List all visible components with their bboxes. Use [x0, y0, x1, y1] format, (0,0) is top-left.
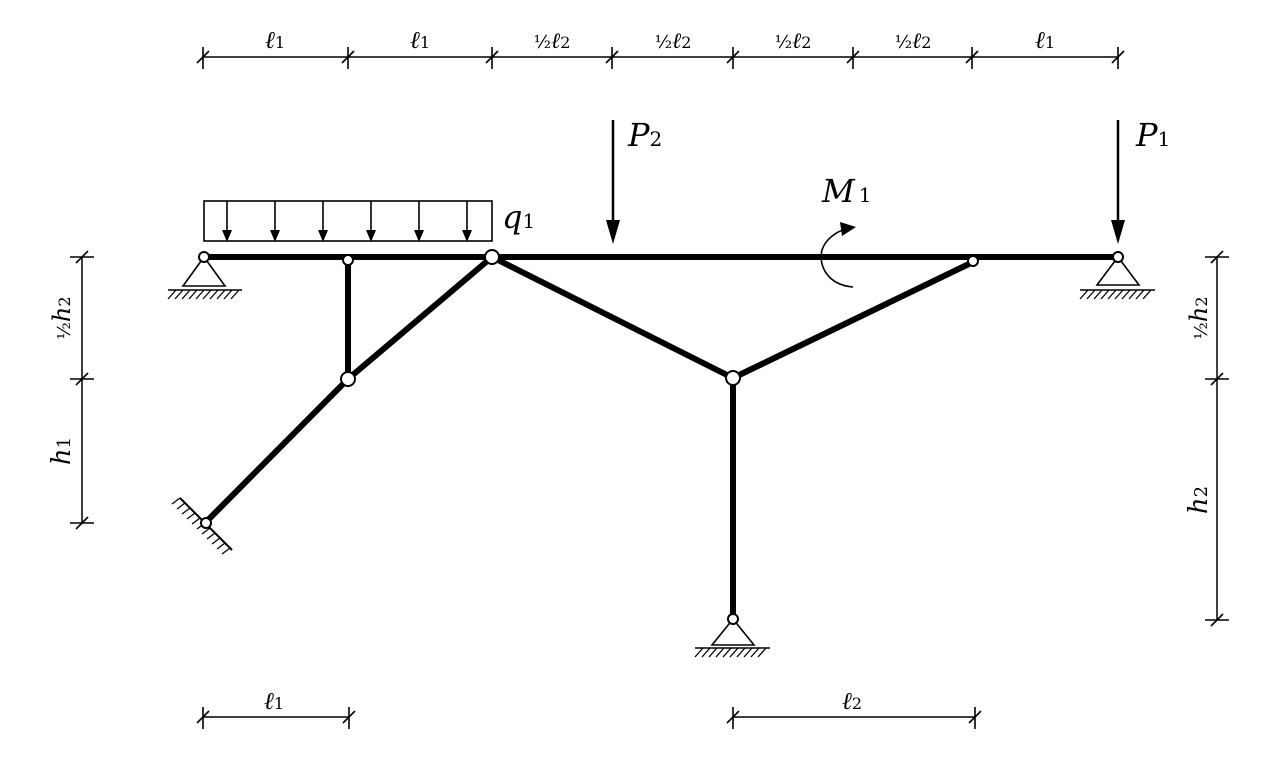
hinge-right-support — [1112, 251, 1124, 263]
hinge-left-support — [198, 251, 210, 263]
dim-left-2-label: h1 — [47, 437, 77, 465]
pin-support-right — [1079, 255, 1155, 300]
hinges — [198, 249, 1124, 625]
point-load-p2: P2 — [606, 116, 662, 244]
diagonal-strut-center-right — [730, 259, 976, 381]
load-q1-label: q1 — [502, 198, 535, 236]
dim-top-2-label: ℓ1 — [410, 26, 430, 54]
dim-top-3-label: ½ℓ2 — [534, 29, 571, 54]
hinge-beam-post-left — [342, 254, 354, 266]
bottom-dimension-l1: ℓ1 — [196, 687, 356, 729]
diagonal-strut-center-left — [489, 254, 736, 381]
dim-right-2-label: h2 — [1184, 486, 1214, 514]
dim-left-1-label: ½h2 — [48, 296, 76, 339]
bottom-dimension-l2: ℓ2 — [726, 687, 982, 729]
dim-top-5-label: ½ℓ2 — [775, 29, 812, 54]
load-p2-label: P2 — [627, 116, 662, 154]
diagonal-strut-lower-left — [202, 376, 351, 526]
dim-right-1-label: ½h2 — [1185, 296, 1213, 339]
dim-top-7-label: ℓ1 — [1035, 26, 1055, 54]
pin-support-left — [167, 255, 242, 300]
hinge-beam-strut-right — [967, 255, 979, 267]
hinge-center-node — [725, 370, 741, 386]
dim-top-6-label: ½ℓ2 — [895, 29, 932, 54]
dim-top-4-label: ½ℓ2 — [655, 29, 692, 54]
dim-top-1-label: ℓ1 — [265, 26, 285, 54]
hinge-beam-center-left — [484, 249, 500, 265]
hinge-post-strut-left — [340, 371, 356, 387]
top-dimension-chain: ℓ1 ℓ1 ½ℓ2 ½ℓ2 ½ℓ2 ½ℓ2 ℓ1 — [196, 26, 1125, 69]
hinge-fixed-support — [200, 517, 212, 529]
hinge-bottom-support — [727, 613, 739, 625]
frame-members — [201, 254, 1121, 621]
diagonal-strut-upper-left — [345, 254, 495, 382]
point-load-p1: P1 — [1111, 116, 1170, 244]
distributed-load-q1: q1 — [203, 198, 535, 242]
pin-support-bottom — [694, 617, 770, 658]
load-p1-label: P1 — [1135, 116, 1170, 154]
right-dimension-chain: ½h2 h2 — [1184, 250, 1229, 627]
dim-bottom-2-label: ℓ2 — [842, 687, 862, 715]
dim-bottom-1-label: ℓ1 — [264, 687, 284, 715]
left-dimension-chain: ½h2 h1 — [47, 250, 94, 530]
